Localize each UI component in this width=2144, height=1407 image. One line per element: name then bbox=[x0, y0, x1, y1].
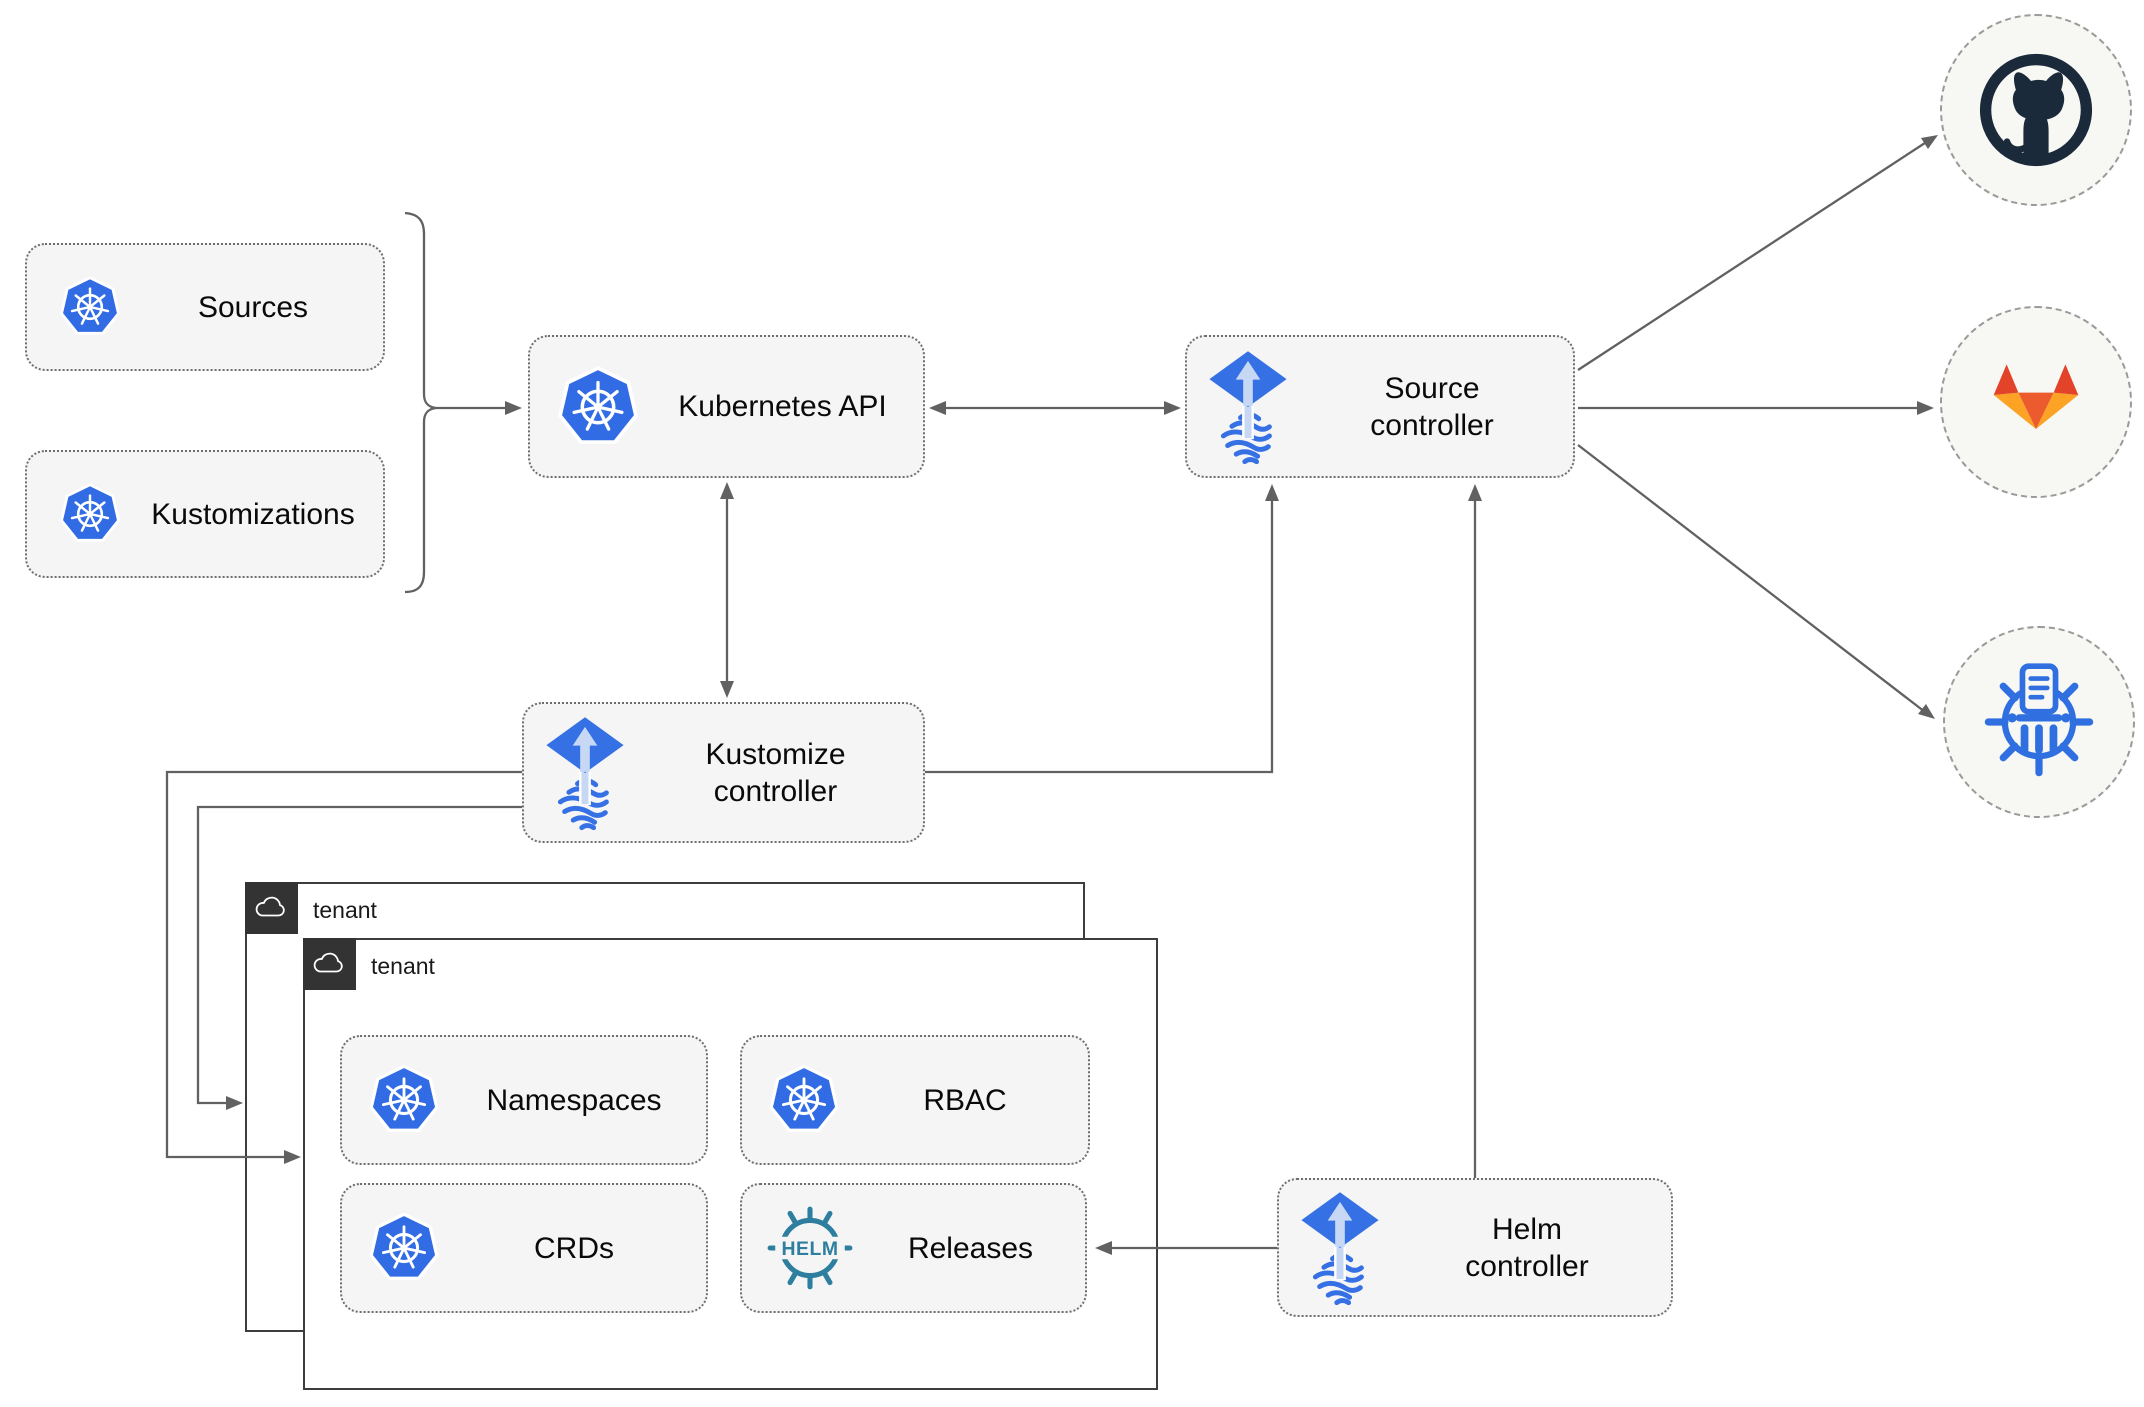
kubernetes-icon bbox=[766, 1062, 842, 1138]
helm-repository-registry-icon bbox=[1984, 663, 2094, 777]
kustomize-controller-box: Kustomize controller bbox=[522, 702, 925, 843]
helm-controller-label: Helm controller bbox=[1465, 1212, 1589, 1283]
tenant-tab bbox=[244, 881, 298, 934]
tenant-tab bbox=[302, 937, 356, 990]
helm-repository-endpoint bbox=[1943, 626, 2135, 818]
helm-logo-text: HELM bbox=[781, 1238, 838, 1260]
rbac-label: RBAC bbox=[923, 1083, 1007, 1117]
sources-box: Sources bbox=[25, 243, 385, 371]
source-controller-box: Source controller bbox=[1185, 335, 1575, 478]
cloud-icon bbox=[255, 896, 285, 916]
kubernetes-api-label: Kubernetes API bbox=[678, 390, 887, 423]
crds-label: CRDs bbox=[534, 1231, 614, 1265]
kustomize-controller-label: Kustomize controller bbox=[705, 737, 846, 808]
releases-box: HELM Releases bbox=[740, 1183, 1087, 1313]
kubernetes-icon bbox=[57, 274, 123, 340]
rbac-box: RBAC bbox=[740, 1035, 1090, 1165]
tenant-label: tenant bbox=[371, 953, 435, 979]
kubernetes-icon bbox=[57, 481, 123, 547]
source-controller-label: Source controller bbox=[1370, 371, 1494, 442]
releases-label: Releases bbox=[907, 1231, 1034, 1265]
namespaces-box: Namespaces bbox=[340, 1035, 708, 1165]
tenant-label: tenant bbox=[313, 897, 377, 923]
brace bbox=[404, 211, 437, 594]
kubernetes-api-box: Kubernetes API bbox=[528, 335, 925, 478]
namespaces-label: Namespaces bbox=[486, 1083, 662, 1117]
flux-icon bbox=[1205, 347, 1291, 467]
github-endpoint bbox=[1940, 14, 2132, 206]
crds-box: CRDs bbox=[340, 1183, 708, 1313]
sources-label: Sources bbox=[197, 290, 309, 324]
helm-wheel-icon: HELM bbox=[764, 1202, 856, 1294]
kustomizations-box: Kustomizations bbox=[25, 450, 385, 578]
gitlab-tanuki-icon bbox=[1993, 364, 2079, 430]
kustomizations-label: Kustomizations bbox=[151, 497, 355, 531]
helm-controller-box: Helm controller bbox=[1277, 1178, 1673, 1317]
gitlab-endpoint bbox=[1940, 306, 2132, 498]
kubernetes-icon bbox=[366, 1062, 442, 1138]
flux-icon bbox=[542, 713, 628, 833]
kubernetes-icon bbox=[554, 363, 642, 451]
kubernetes-icon bbox=[366, 1210, 442, 1286]
cloud-icon bbox=[313, 952, 343, 972]
github-octocat-icon bbox=[1979, 53, 2093, 167]
flux-icon bbox=[1297, 1188, 1383, 1308]
